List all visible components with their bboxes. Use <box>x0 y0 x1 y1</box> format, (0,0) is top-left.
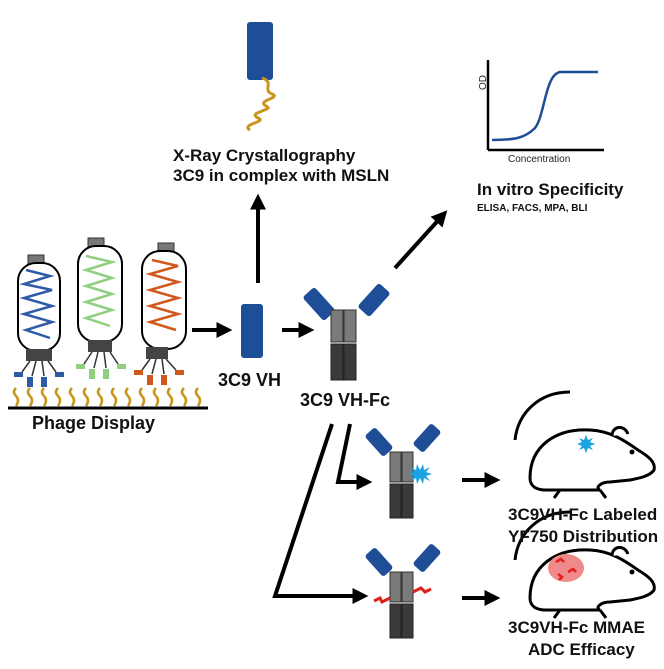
mmae-line2: ADC Efficacy <box>528 640 635 659</box>
mouse-labeled-icon <box>513 390 656 499</box>
arrows <box>192 193 501 606</box>
mmae-line1: 3C9VH-Fc MMAE <box>508 618 645 637</box>
binding-curve-plot <box>486 60 604 152</box>
vh-label: 3C9 VH <box>218 370 282 390</box>
drug-payload-icon <box>373 595 391 605</box>
vh-fc-antibody <box>303 283 390 381</box>
phage-display-illustration <box>8 237 208 410</box>
arrow-to-mmae <box>272 423 369 604</box>
vh-fc-label: 3C9 VH-Fc <box>300 390 391 410</box>
labeled-line2: YF750 Distribution <box>508 527 659 546</box>
vh-fc-mmae-antibody <box>365 544 441 639</box>
dye-label-icon <box>408 464 432 484</box>
labeled-line1: 3C9VH-Fc Labeled <box>508 505 658 524</box>
tumor-icon <box>548 554 584 582</box>
msln-antigen-coil <box>246 76 276 132</box>
phage-display-label: Phage Display <box>32 413 156 433</box>
plot-xlabel: Concentration <box>508 154 571 165</box>
crystal-structure-icon <box>246 22 276 132</box>
surface-antigens <box>12 387 202 407</box>
phage-orange <box>134 242 187 385</box>
vh-domain <box>241 304 263 358</box>
arrow-to-specificity <box>393 210 448 270</box>
phage-blue <box>14 254 64 387</box>
drug-payload-icon <box>412 586 432 594</box>
sigmoid-curve <box>491 70 598 142</box>
xray-title: X-Ray Crystallography <box>173 146 356 165</box>
plot-ylabel: OD <box>478 75 489 90</box>
xray-subtitle: 3C9 in complex with MSLN <box>173 166 390 185</box>
arrow-to-labeled <box>335 423 373 490</box>
specificity-title: In vitro Specificity <box>477 180 624 199</box>
mouse-tumor-icon <box>513 510 656 619</box>
specificity-methods: ELISA, FACS, MPA, BLI <box>477 203 588 214</box>
vh-fc-labeled-antibody <box>365 424 441 519</box>
vh-domain-crystal <box>247 22 273 80</box>
phage-green <box>76 237 126 379</box>
